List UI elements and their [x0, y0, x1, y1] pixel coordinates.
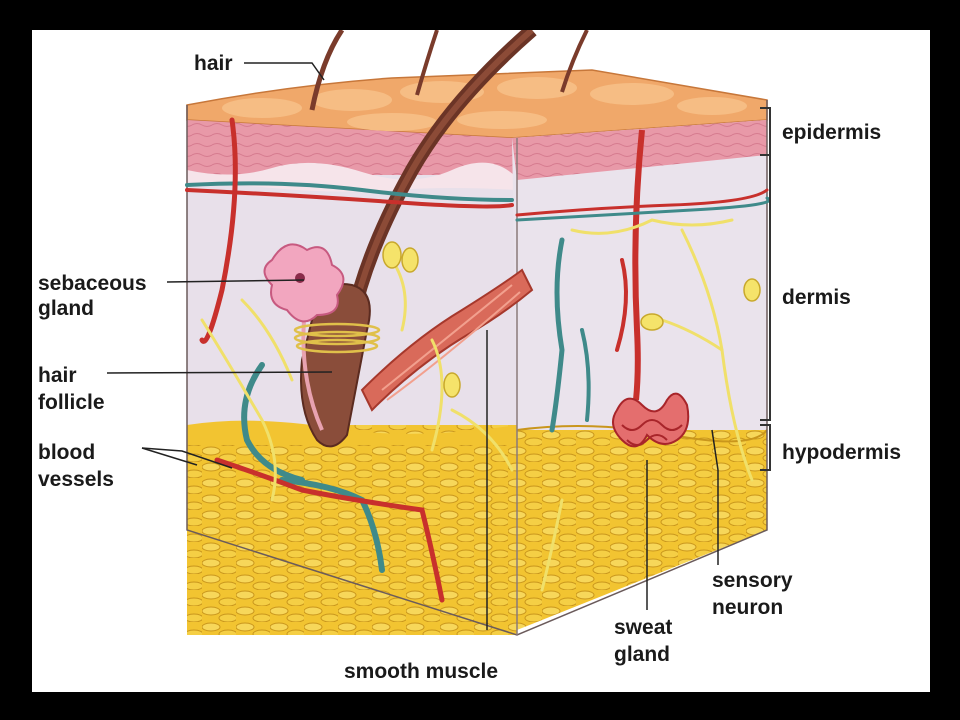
- label-hypodermis: hypodermis: [782, 441, 902, 464]
- skin-cross-section-illustration: [106, 30, 771, 636]
- skin-surface: [186, 69, 768, 139]
- label-blood-vessels-2: vessels: [38, 468, 114, 491]
- label-blood-vessels-1: blood: [38, 441, 96, 464]
- label-hair: hair: [194, 52, 233, 75]
- sweat-gland: [612, 129, 690, 448]
- label-dermis: dermis: [782, 286, 851, 309]
- smooth-muscle: [360, 268, 534, 412]
- side-face: [512, 120, 768, 630]
- blood-vessels: [185, 117, 771, 603]
- label-sebaceous-gland-1: sebaceous: [38, 272, 147, 295]
- label-smooth-muscle: smooth muscle: [344, 660, 499, 683]
- label-sensory-neuron-1: sensory: [712, 569, 793, 592]
- label-sweat-gland-1: sweat: [614, 616, 673, 639]
- layer-brackets: [760, 107, 771, 471]
- diagram-canvas: hair epidermis dermis hypodermis sebaceo…: [32, 30, 930, 692]
- label-epidermis: epidermis: [782, 121, 882, 144]
- label-sebaceous-gland-2: gland: [38, 297, 94, 320]
- label-hair-follicle-2: follicle: [38, 391, 105, 414]
- label-sweat-gland-2: gland: [614, 643, 670, 666]
- label-hair-follicle-1: hair: [38, 364, 77, 387]
- nerve-endings: [382, 241, 761, 398]
- sensory-neurons: [200, 218, 754, 592]
- label-sensory-neuron-2: neuron: [712, 596, 784, 619]
- hairs: [309, 30, 589, 322]
- leader-lines: [106, 62, 719, 630]
